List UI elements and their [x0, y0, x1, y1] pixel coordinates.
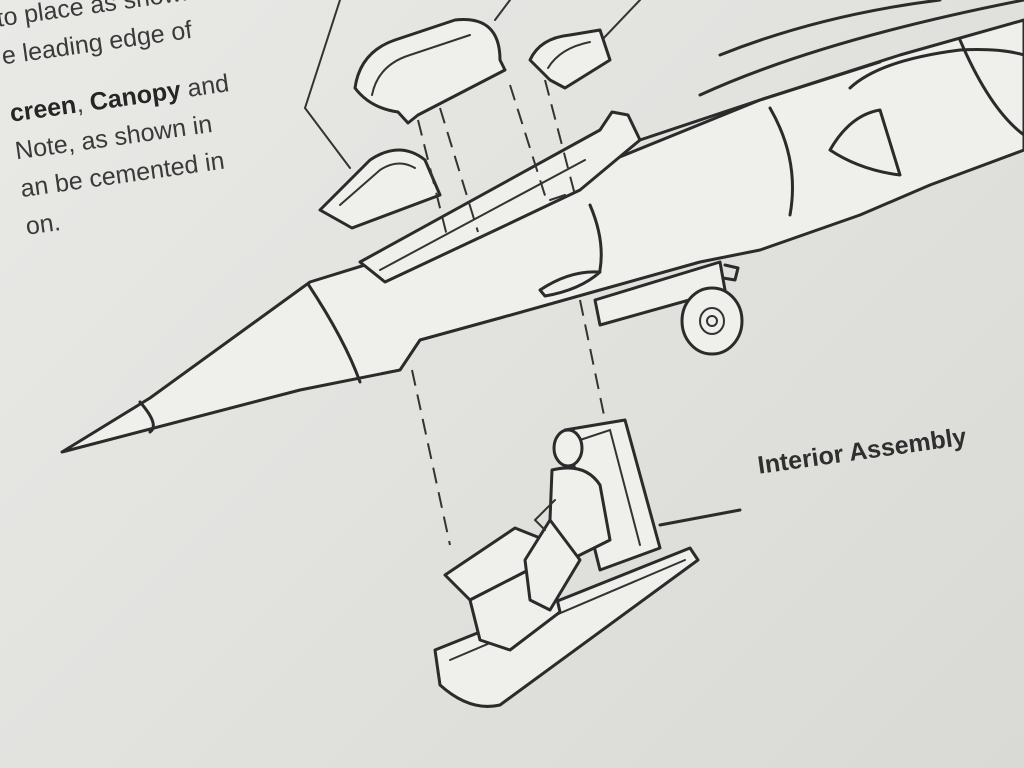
cockpit-rail	[379, 159, 586, 271]
cockpit-notch-1	[479, 231, 493, 239]
panel-seam-1	[588, 203, 603, 272]
windscreen-frame	[339, 162, 416, 206]
intake-lip	[848, 48, 1024, 90]
pilot-torso	[548, 466, 612, 562]
pilot-arm	[533, 499, 556, 531]
alignment-line-2	[439, 107, 479, 233]
alignment-line-1	[417, 119, 449, 241]
fuselage-outline	[60, 18, 1024, 454]
spine-ridge	[638, 60, 882, 142]
leader-line-windscreen	[304, 0, 341, 109]
front-canopy-part	[353, 18, 507, 125]
leader-line-front-canopy	[304, 107, 351, 169]
cockpit-notch-2	[549, 194, 566, 201]
interior-alignment-line-2	[579, 299, 606, 421]
interior-alignment-line-1	[411, 369, 451, 546]
interior-callout-leader	[658, 508, 742, 527]
air-intake	[828, 108, 902, 177]
seat-back-rail	[579, 428, 641, 546]
windscreen-part	[318, 148, 442, 230]
alignment-line-3	[509, 84, 549, 206]
leader-line-rear-canopy	[494, 0, 511, 21]
gear-strut	[721, 263, 740, 282]
pilot-legs	[523, 518, 582, 612]
wheel-axle	[706, 315, 718, 327]
tail-surface-line	[718, 0, 942, 57]
nose-section-seam	[306, 282, 362, 384]
alignment-line-4	[544, 79, 576, 196]
front-canopy-frame	[371, 34, 471, 96]
nose-wheel	[680, 286, 744, 356]
wheel-hub	[699, 307, 725, 335]
nose-cone-seam	[138, 400, 155, 434]
pilot-helmet	[552, 428, 584, 468]
rear-canopy-frame	[547, 41, 591, 69]
interior-tub	[433, 546, 700, 708]
rear-canopy-part	[528, 28, 612, 90]
panel-seam-2	[768, 106, 794, 217]
intake-fairing	[958, 38, 1024, 137]
leader-line-canopy-top	[599, 0, 641, 43]
gun-port	[538, 270, 602, 298]
upper-surface-line	[698, 0, 1024, 97]
